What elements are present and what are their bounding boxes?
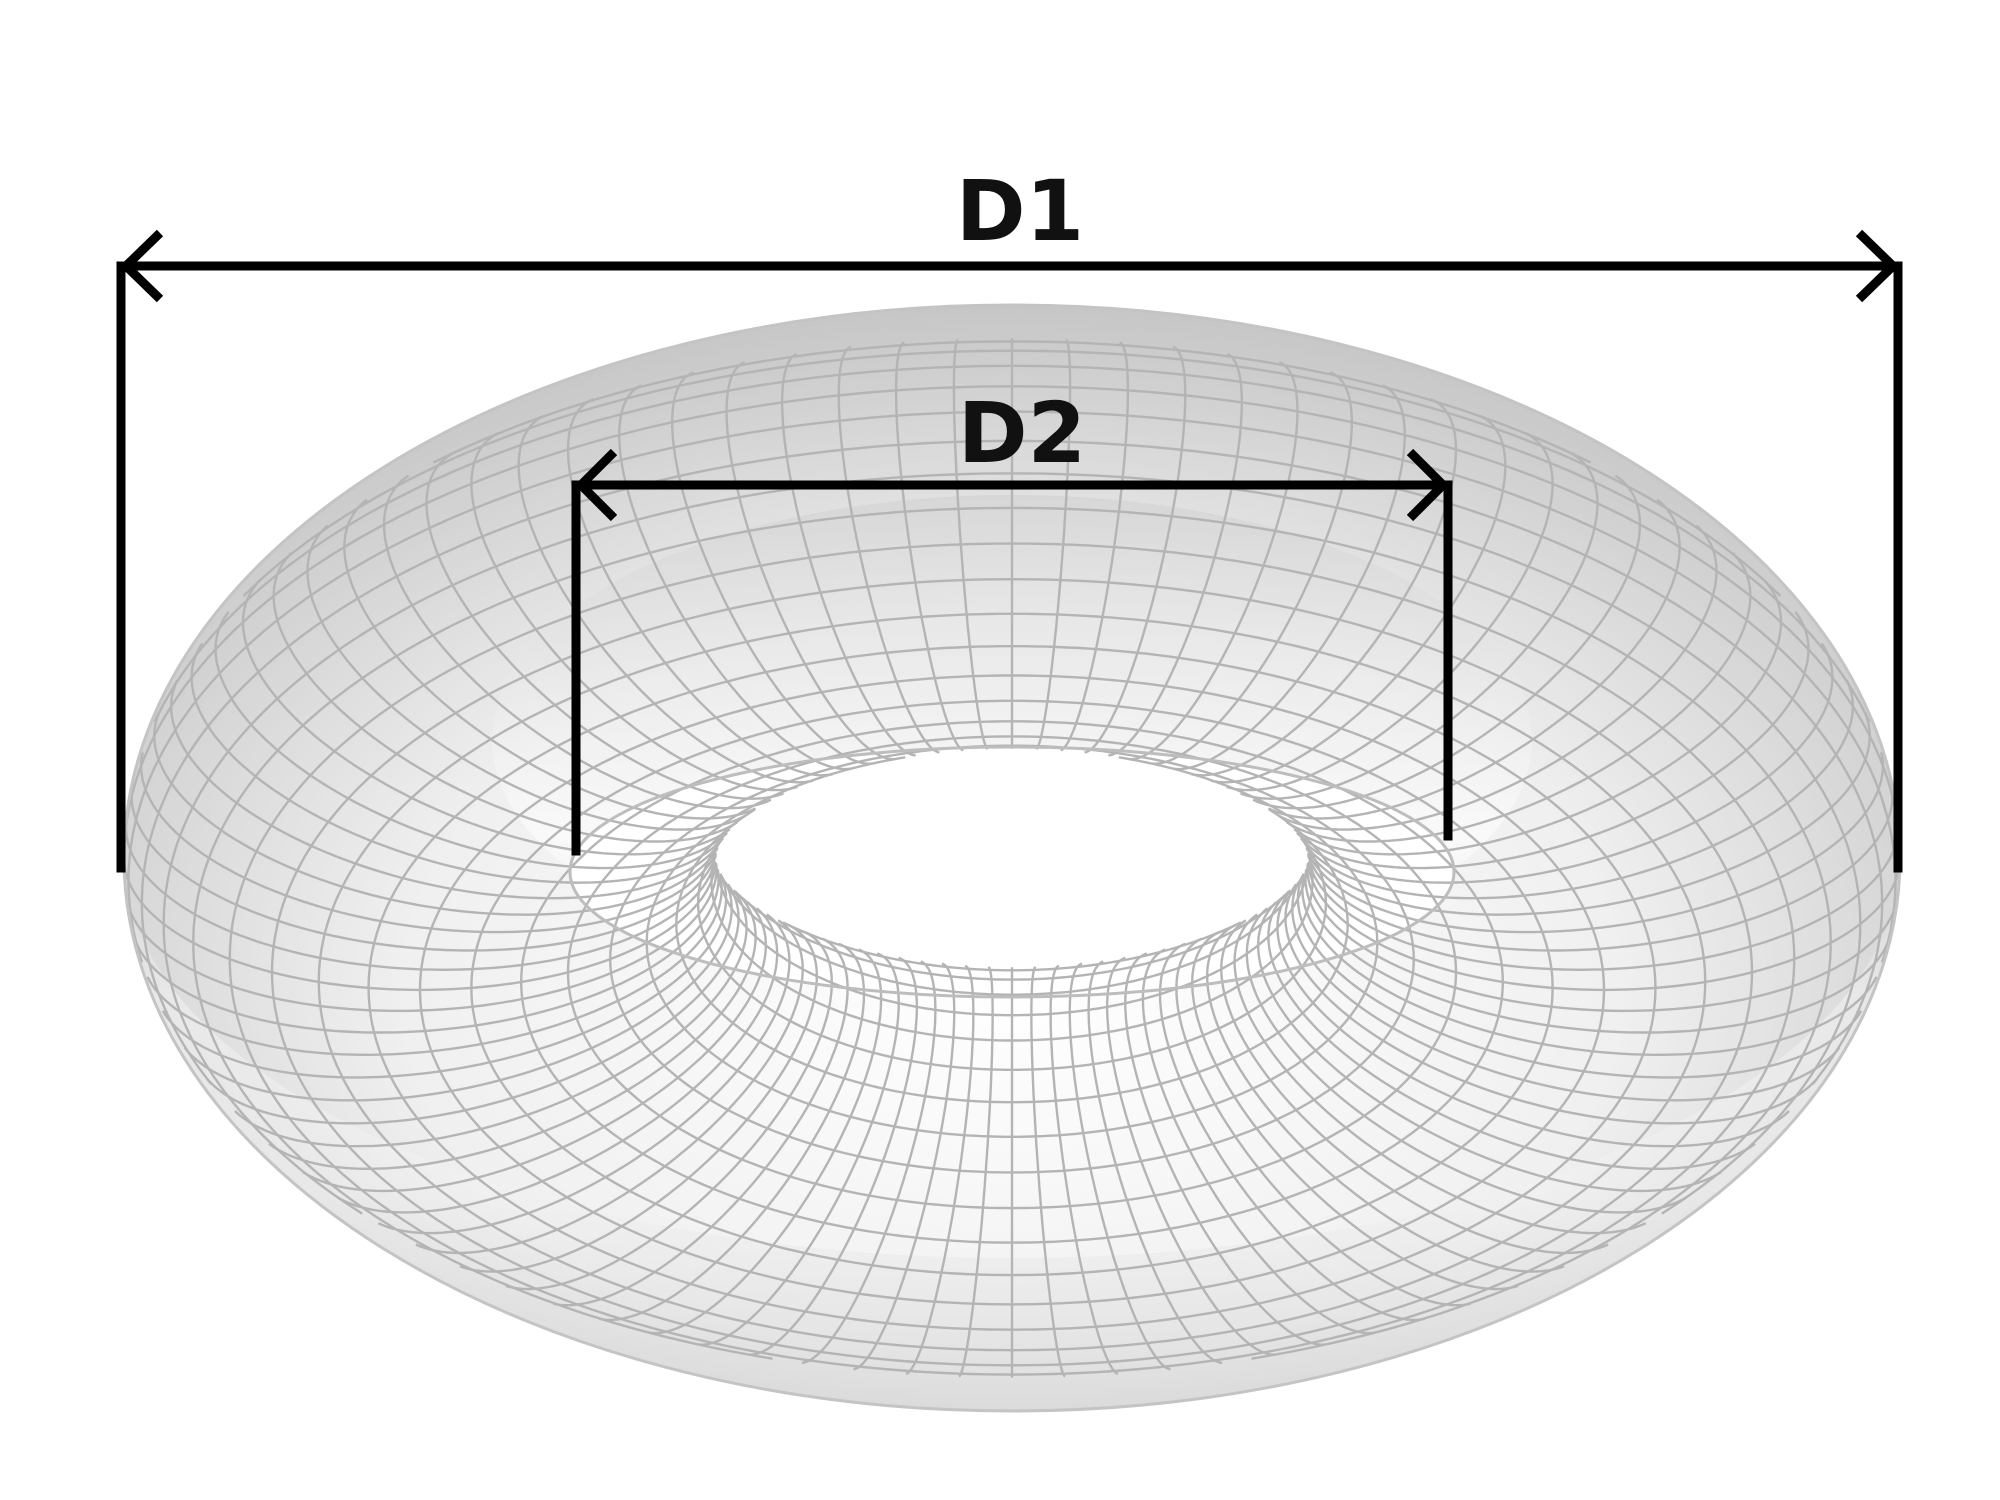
torus bbox=[122, 303, 1902, 1413]
mesh-line bbox=[270, 577, 1754, 1367]
mesh-line bbox=[715, 863, 1309, 1017]
mesh-line bbox=[146, 874, 723, 1056]
mesh-line bbox=[1296, 875, 1863, 1079]
mesh-line bbox=[505, 930, 834, 1291]
mesh-line bbox=[517, 414, 813, 784]
mesh-line bbox=[698, 952, 900, 1346]
mesh-line bbox=[459, 925, 819, 1273]
d2-label: D2 bbox=[958, 384, 1086, 482]
mesh-line bbox=[649, 948, 883, 1335]
d2-right-arrowhead bbox=[1406, 448, 1450, 522]
mesh-line bbox=[719, 873, 1305, 996]
mesh-line bbox=[1256, 901, 1723, 1193]
mesh-line bbox=[470, 699, 1554, 1277]
mesh-line bbox=[162, 472, 1862, 1215]
mesh-line bbox=[242, 349, 1782, 597]
mesh-line bbox=[432, 340, 1592, 464]
mesh-line bbox=[734, 890, 1290, 981]
mesh-line bbox=[133, 869, 720, 1034]
mesh-line bbox=[161, 875, 728, 1079]
mesh-line bbox=[317, 612, 1707, 1352]
d1-label: D1 bbox=[956, 162, 1084, 260]
mesh-line bbox=[599, 942, 866, 1322]
mesh-line bbox=[566, 735, 1458, 1210]
mesh-line bbox=[140, 439, 1884, 1085]
mesh-line bbox=[1307, 827, 1900, 972]
torus-hole-rim bbox=[568, 745, 1456, 999]
mesh-line bbox=[1252, 474, 1642, 810]
mesh-line bbox=[1267, 895, 1756, 1170]
mesh-line bbox=[268, 895, 757, 1170]
mesh-line bbox=[1306, 868, 1898, 1013]
mesh-line bbox=[127, 410, 1897, 963]
mesh-line bbox=[153, 364, 1871, 723]
mesh-line bbox=[1284, 883, 1817, 1125]
mesh-line bbox=[338, 907, 779, 1214]
mesh-line bbox=[192, 506, 1832, 1360]
mesh-line bbox=[228, 542, 1796, 1376]
mesh-line bbox=[1291, 881, 1841, 1102]
mesh-line bbox=[425, 452, 784, 800]
mesh-line bbox=[1190, 930, 1519, 1291]
mesh-line bbox=[183, 881, 733, 1102]
mesh-line bbox=[1141, 948, 1375, 1335]
mesh-line bbox=[696, 837, 1328, 1071]
mesh-line bbox=[782, 921, 1242, 972]
mesh-line bbox=[124, 827, 717, 972]
mesh-line bbox=[1211, 414, 1507, 784]
d1-left-arrowhead bbox=[119, 229, 164, 303]
dimension-d2: D2 bbox=[571, 384, 1453, 856]
mesh-line bbox=[382, 474, 772, 810]
mesh-line bbox=[123, 385, 1901, 842]
mesh-line bbox=[1240, 452, 1599, 800]
mesh-line bbox=[645, 756, 1379, 1138]
mesh-line bbox=[1233, 913, 1647, 1235]
dimension-d1: D1 bbox=[116, 162, 1903, 873]
mesh-line bbox=[710, 852, 1314, 1042]
mesh-line bbox=[609, 744, 1415, 1174]
mesh-line bbox=[553, 937, 849, 1307]
mesh-line bbox=[377, 913, 791, 1235]
mesh-line bbox=[519, 720, 1504, 1244]
mesh-line bbox=[1301, 874, 1878, 1056]
d1-right-arrowhead bbox=[1855, 229, 1900, 303]
mesh-line bbox=[367, 645, 1657, 1331]
mesh-line bbox=[1124, 952, 1326, 1346]
mesh-line bbox=[675, 808, 1349, 1104]
mesh-line bbox=[1304, 869, 1891, 1034]
mesh-line bbox=[418, 674, 1606, 1306]
mesh-line bbox=[1158, 942, 1425, 1322]
mesh-line bbox=[1205, 925, 1565, 1273]
mesh-line bbox=[1245, 907, 1686, 1214]
torus-front-band bbox=[124, 858, 1900, 1411]
d2-left-arrowhead bbox=[574, 448, 618, 522]
mesh-line bbox=[207, 883, 740, 1125]
mesh-line bbox=[301, 901, 768, 1193]
mesh-line bbox=[1175, 937, 1471, 1307]
torus-mesh-grid bbox=[123, 338, 1901, 1378]
mesh-line bbox=[126, 868, 718, 1013]
